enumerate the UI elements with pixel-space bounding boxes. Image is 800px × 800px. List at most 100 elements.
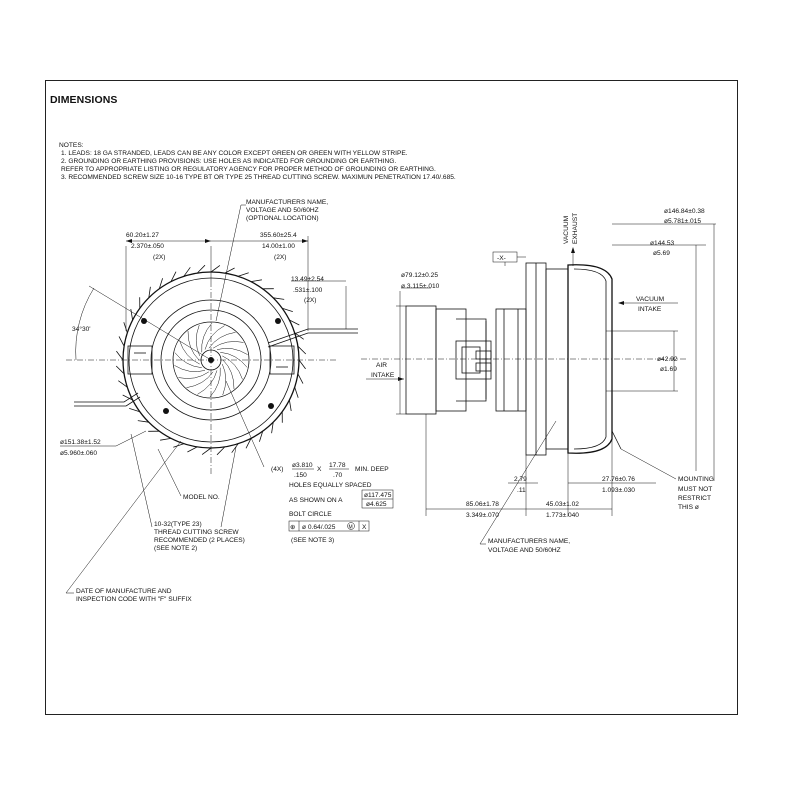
lead-wire-lower xyxy=(74,392,139,403)
holes-qty: (4X) xyxy=(271,466,283,473)
mounting-note: MOUNTING xyxy=(678,476,714,483)
holes-depth-in: .70 xyxy=(333,472,342,479)
impeller-blade xyxy=(197,370,218,395)
dia-169: ø1.69 xyxy=(660,366,677,373)
dia-146: ø146.84±0.38 xyxy=(664,208,705,215)
impeller-blade xyxy=(174,365,206,372)
armature-outer-circle xyxy=(160,309,262,411)
mounting-note: MUST NOT xyxy=(678,486,712,493)
leader xyxy=(220,446,237,528)
note-line: 2. GROUNDING OR EARTHING PROVISIONS: USE… xyxy=(61,158,396,165)
mounting-hole xyxy=(275,318,281,324)
dim-1093: 1.093±.030 xyxy=(602,487,635,494)
brush-holder-left xyxy=(127,345,153,375)
vacuum-intake-label: VACUUM xyxy=(636,296,664,303)
arrowhead xyxy=(302,239,308,243)
commutator-circle xyxy=(172,321,250,399)
note-line: 3. RECOMMENDED SCREW SIZE 10-16 TYPE BT … xyxy=(61,174,456,181)
shaft-hub-circle xyxy=(200,349,222,371)
page-title: DIMENSIONS xyxy=(50,94,118,106)
impeller-blade xyxy=(212,341,244,349)
impeller-blade xyxy=(222,359,235,390)
mounting-note: RESTRICT xyxy=(678,495,711,502)
brush-holder-right xyxy=(269,345,295,375)
holes-dia-in: .150 xyxy=(294,472,307,479)
arrowhead xyxy=(126,239,132,243)
dia-569: ø5.69 xyxy=(653,250,670,257)
arrowhead xyxy=(205,239,211,243)
dia-42: ø42.92 xyxy=(657,356,678,363)
bc-value-in: ø4.625 xyxy=(366,501,387,508)
angle-arc xyxy=(75,287,95,361)
arrowhead xyxy=(398,377,404,381)
dim-011: .11 xyxy=(517,487,526,494)
dia-5960: ø5.960±.060 xyxy=(60,450,97,457)
vacuum-exhaust-label: VACUUM xyxy=(563,216,570,244)
bracket xyxy=(435,308,467,412)
front-view: 60.20±1.27 2.370±.050 (2X) 355.60±25.4 1… xyxy=(60,199,394,603)
fan-blade-ring xyxy=(115,264,307,456)
shroud-lip xyxy=(611,430,622,450)
mfr-label-side: MANUFACTURERS NAME, xyxy=(488,538,570,545)
dim-1773: 1.773±.040 xyxy=(546,512,579,519)
leader xyxy=(157,448,182,497)
screw-note: RECOMMENDED (2 PLACES) xyxy=(154,537,245,544)
dim-2x: (2X) xyxy=(274,254,286,261)
impeller-blade xyxy=(186,371,214,388)
dia-151: ø151.38±1.52 xyxy=(60,439,101,446)
leader xyxy=(115,430,147,447)
mfr-label: VOLTAGE AND 50/60HZ xyxy=(246,207,319,214)
leader xyxy=(215,204,242,322)
vacuum-intake-label: INTAKE xyxy=(638,306,662,313)
tol-mod-circle xyxy=(347,522,355,530)
side-view: -X- VACUUM EXHAUST xyxy=(361,208,716,554)
impeller-blade xyxy=(208,332,236,349)
dim-13-49: 13.49±2.54 xyxy=(291,276,324,283)
dia-3115: ø 3.115±.010 xyxy=(401,283,440,290)
holes-spaced: HOLES EQUALLY SPACED xyxy=(289,482,372,489)
dia-144: ø144.53 xyxy=(650,240,675,247)
note-line: REFER TO APPROPRIATE LISTING OR REGULATO… xyxy=(61,166,436,173)
armature xyxy=(495,308,527,412)
holes-depth: 17.78 xyxy=(329,462,346,469)
dim-3349: 3.349±.070 xyxy=(466,512,499,519)
leader xyxy=(620,448,677,480)
mounting-note: THIS ø xyxy=(678,504,699,511)
impeller-blade xyxy=(222,355,243,380)
date-note: INSPECTION CODE WITH "F" SUFFIX xyxy=(76,596,192,603)
mounting-hole xyxy=(163,408,169,414)
dia-5781: ø5.781±.015 xyxy=(664,218,701,225)
angle-label: 34°30' xyxy=(72,325,91,333)
mounting-hole xyxy=(268,403,274,409)
holes-x: X xyxy=(317,466,322,473)
impeller-blade xyxy=(222,363,227,396)
terminal xyxy=(475,350,492,360)
dim-60-20: 60.20±1.27 xyxy=(126,232,159,239)
datum-x: -X- xyxy=(497,255,506,262)
dim-8506: 85.06±1.78 xyxy=(466,501,499,508)
notes-block: NOTES: 1. LEADS: 18 GA STRANDED, LEADS C… xyxy=(59,142,456,181)
dimension-drawing: NOTES: 1. LEADS: 18 GA STRANDED, LEADS C… xyxy=(59,142,716,603)
model-no-label: MODEL NO. xyxy=(183,494,220,501)
screw-note: 10-32(TYPE 23) xyxy=(154,521,202,528)
holes-as-shown: AS SHOWN ON A xyxy=(289,497,343,504)
tol-position-symbol: ⊕ xyxy=(290,524,296,531)
impeller-blade xyxy=(195,324,200,357)
arrowhead xyxy=(571,247,575,253)
dim-2x: (2X) xyxy=(304,297,316,304)
terminal xyxy=(475,362,492,372)
screw-note: THREAD CUTTING SCREW xyxy=(154,529,239,536)
dim-14-00: 14.00±1.00 xyxy=(262,243,295,250)
screw-note: (SEE NOTE 2) xyxy=(154,545,197,552)
dia-79: ø79.12±0.25 xyxy=(401,272,438,279)
date-note: DATE OF MANUFACTURE AND xyxy=(76,588,172,595)
bc-value: ø117.475 xyxy=(364,492,392,499)
lead-wire-upper xyxy=(267,328,358,344)
leader xyxy=(225,380,265,468)
drawing-sheet: DIMENSIONS NOTES: 1. LEADS: 18 GA STRAND… xyxy=(45,80,738,715)
tol-datum: X xyxy=(362,524,367,531)
note-line: 1. LEADS: 18 GA STRANDED, LEADS CAN BE A… xyxy=(61,150,408,157)
impeller-blade xyxy=(216,348,248,355)
dim-4503: 45.03±1.02 xyxy=(546,501,579,508)
holes-dia: ø3.810 xyxy=(292,462,313,469)
